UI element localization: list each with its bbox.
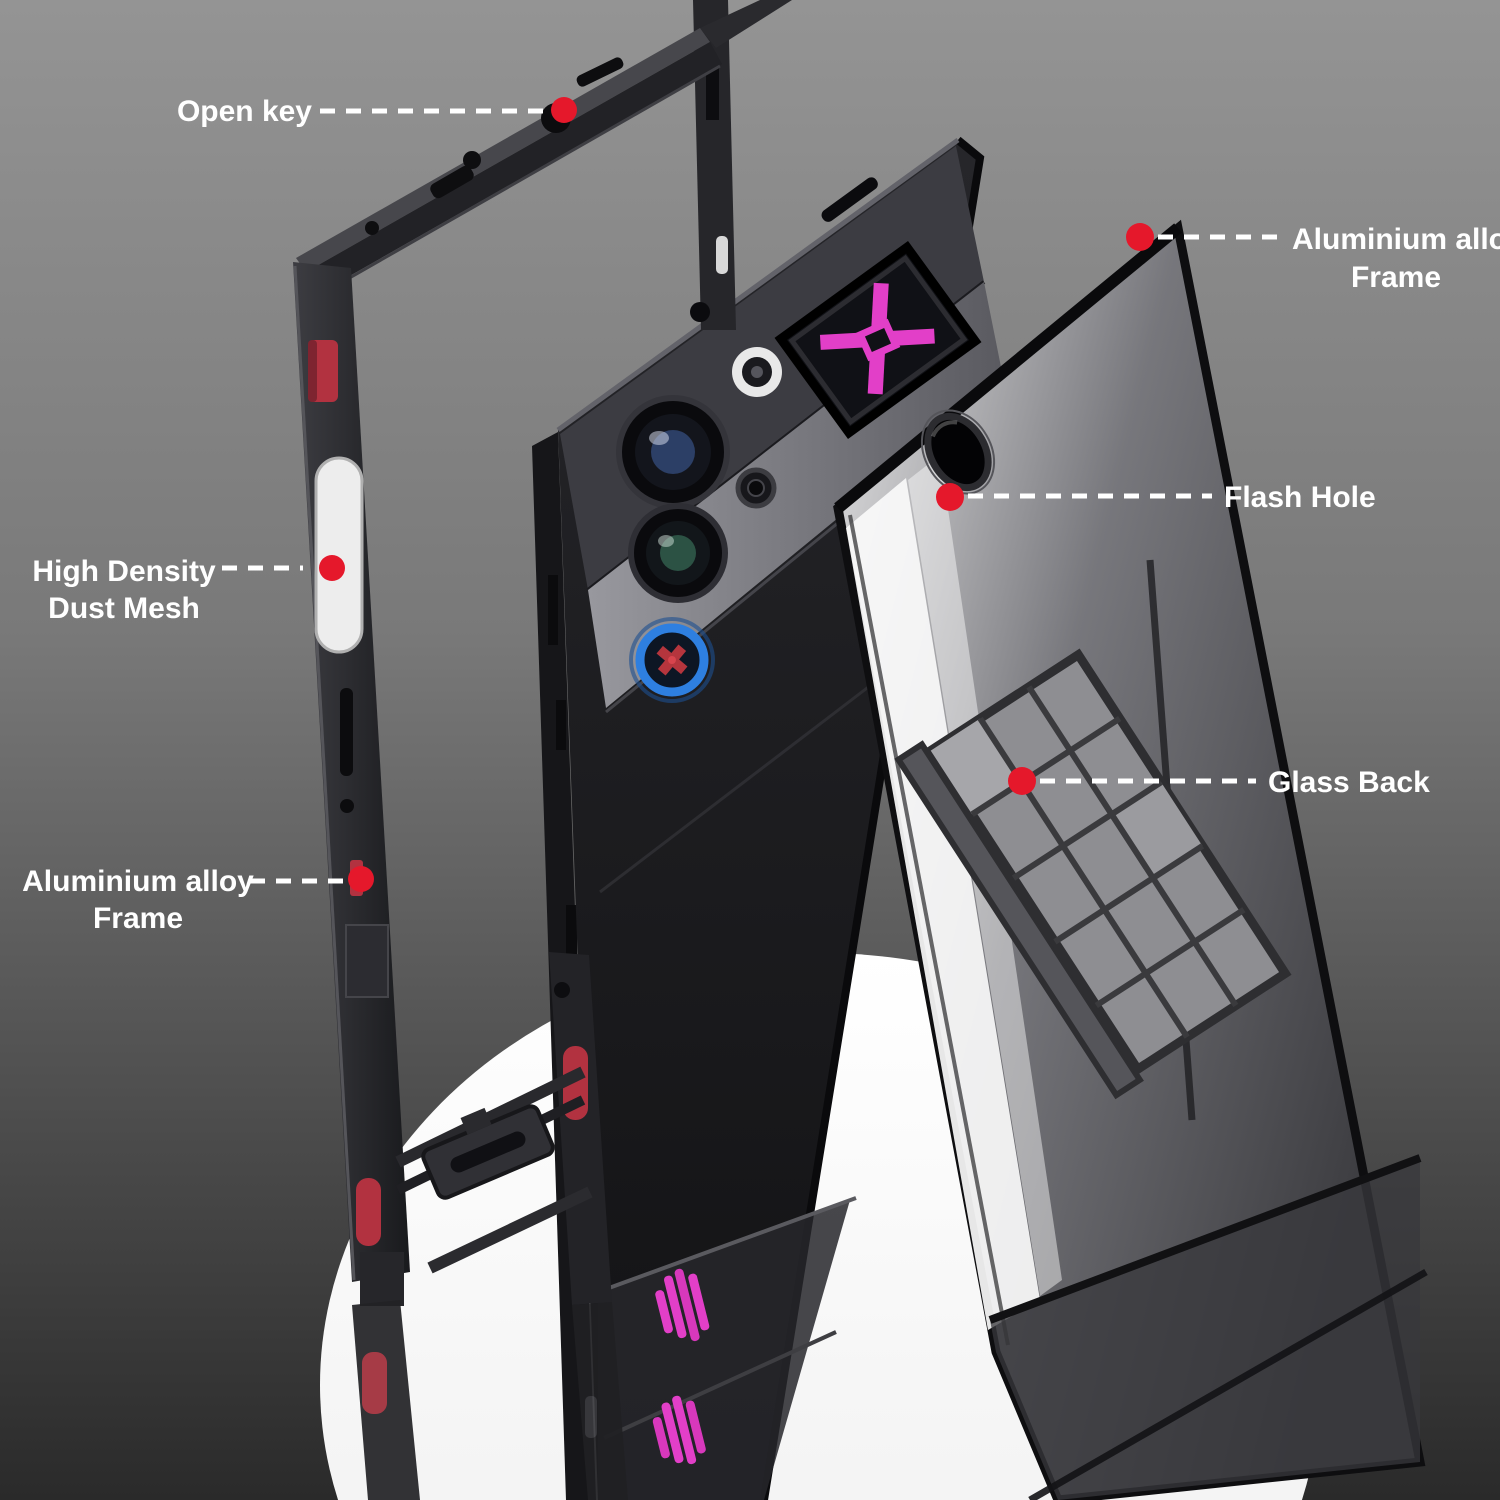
frame-hole [554, 982, 570, 998]
speaker-slot [821, 177, 878, 222]
glass-top-rim [834, 223, 1182, 513]
frame-bottom-cap [360, 1252, 404, 1306]
glass-seam [1028, 1268, 1428, 1500]
callout-open-key: Open key [177, 95, 577, 128]
marker-dot [319, 555, 345, 581]
frame-reflection [352, 1300, 628, 1500]
aluminium-frame [293, 28, 722, 1500]
callout-label: Aluminium alloy [22, 865, 254, 898]
callout-label: Flash Hole [1224, 481, 1376, 514]
magenta-logo-icon [652, 1395, 706, 1465]
frame-slot [430, 165, 474, 199]
reflection-seam [597, 1196, 857, 1294]
marker-dot [551, 97, 577, 123]
callout-label: Frame [93, 902, 183, 935]
glass-inner-line [848, 514, 1010, 1346]
callout-label: High Density [32, 555, 216, 588]
magenta-logo-icon [655, 1268, 710, 1342]
callout-dust-mesh: High Density Dust Mesh [32, 555, 345, 625]
callout-label: Frame [1351, 261, 1441, 294]
frame-top-extension [700, 0, 792, 48]
callout-aluminium-frame-top: Aluminium alloy Frame [1126, 223, 1500, 294]
dust-mesh-pill [314, 456, 364, 654]
callout-label: Glass Back [1268, 766, 1430, 799]
phone-side-slot [548, 575, 558, 645]
camera-lens-large-2 [628, 503, 728, 603]
red-side-key [356, 1178, 381, 1246]
callout-label: Dust Mesh [48, 592, 200, 625]
top-bar-slot [706, 62, 719, 120]
callout-glass-back: Glass Back [1008, 766, 1430, 799]
frame-port-slot [340, 688, 353, 776]
red-side-button-shade [308, 340, 317, 402]
frame-right-rail [549, 952, 612, 1305]
frame-hole [340, 799, 354, 813]
callout-aluminium-frame-bottom: Aluminium alloy Frame [22, 865, 374, 935]
marker-dot [1126, 223, 1154, 251]
marker-dot [936, 483, 964, 511]
frame-joint-block [345, 924, 389, 998]
callout-label: Open key [177, 95, 312, 128]
marker-dot [348, 866, 374, 892]
mic-hole [690, 302, 710, 322]
callout-flash-hole: Flash Hole [936, 481, 1376, 514]
callout-label: Aluminium alloy [1292, 223, 1500, 256]
flash-hole-cutout [920, 409, 996, 495]
phone-top-rim [556, 137, 960, 433]
cross-rail [427, 1186, 593, 1274]
window-grid-reflection [894, 648, 1292, 1100]
phone-right-edge [760, 136, 985, 1500]
glass-seam [988, 1154, 1422, 1324]
fan-cross-icon [656, 644, 688, 676]
x-logo-icon [819, 282, 935, 395]
callouts: Open key Aluminium alloy Frame High Dens… [22, 95, 1500, 935]
frame-hole [365, 221, 379, 235]
glass-back-panel [833, 219, 1428, 1500]
glass-reflection-zone [990, 1158, 1420, 1500]
glass-highlight-wedge [846, 478, 1040, 1330]
frame-slot [576, 57, 624, 87]
frame-top-rail [306, 42, 722, 294]
rail-highlight [293, 265, 356, 1281]
frame-hole [463, 151, 481, 169]
top-bar-highlight-slot [716, 236, 728, 274]
frame-inner-lip [317, 64, 721, 298]
camera-lens-large-1 [616, 395, 730, 509]
camera-lens-tiny [735, 467, 777, 509]
phone-side-slot [556, 700, 566, 750]
phone-side-slot [566, 905, 577, 963]
x-logo-window [774, 240, 982, 440]
marker-dot [1008, 767, 1036, 795]
rail-carriage [421, 1104, 555, 1200]
cooling-fan [629, 617, 715, 703]
reflection-seam [603, 1330, 837, 1440]
frame-top-rail-topface [296, 28, 710, 272]
camera-lens-small [732, 347, 782, 397]
